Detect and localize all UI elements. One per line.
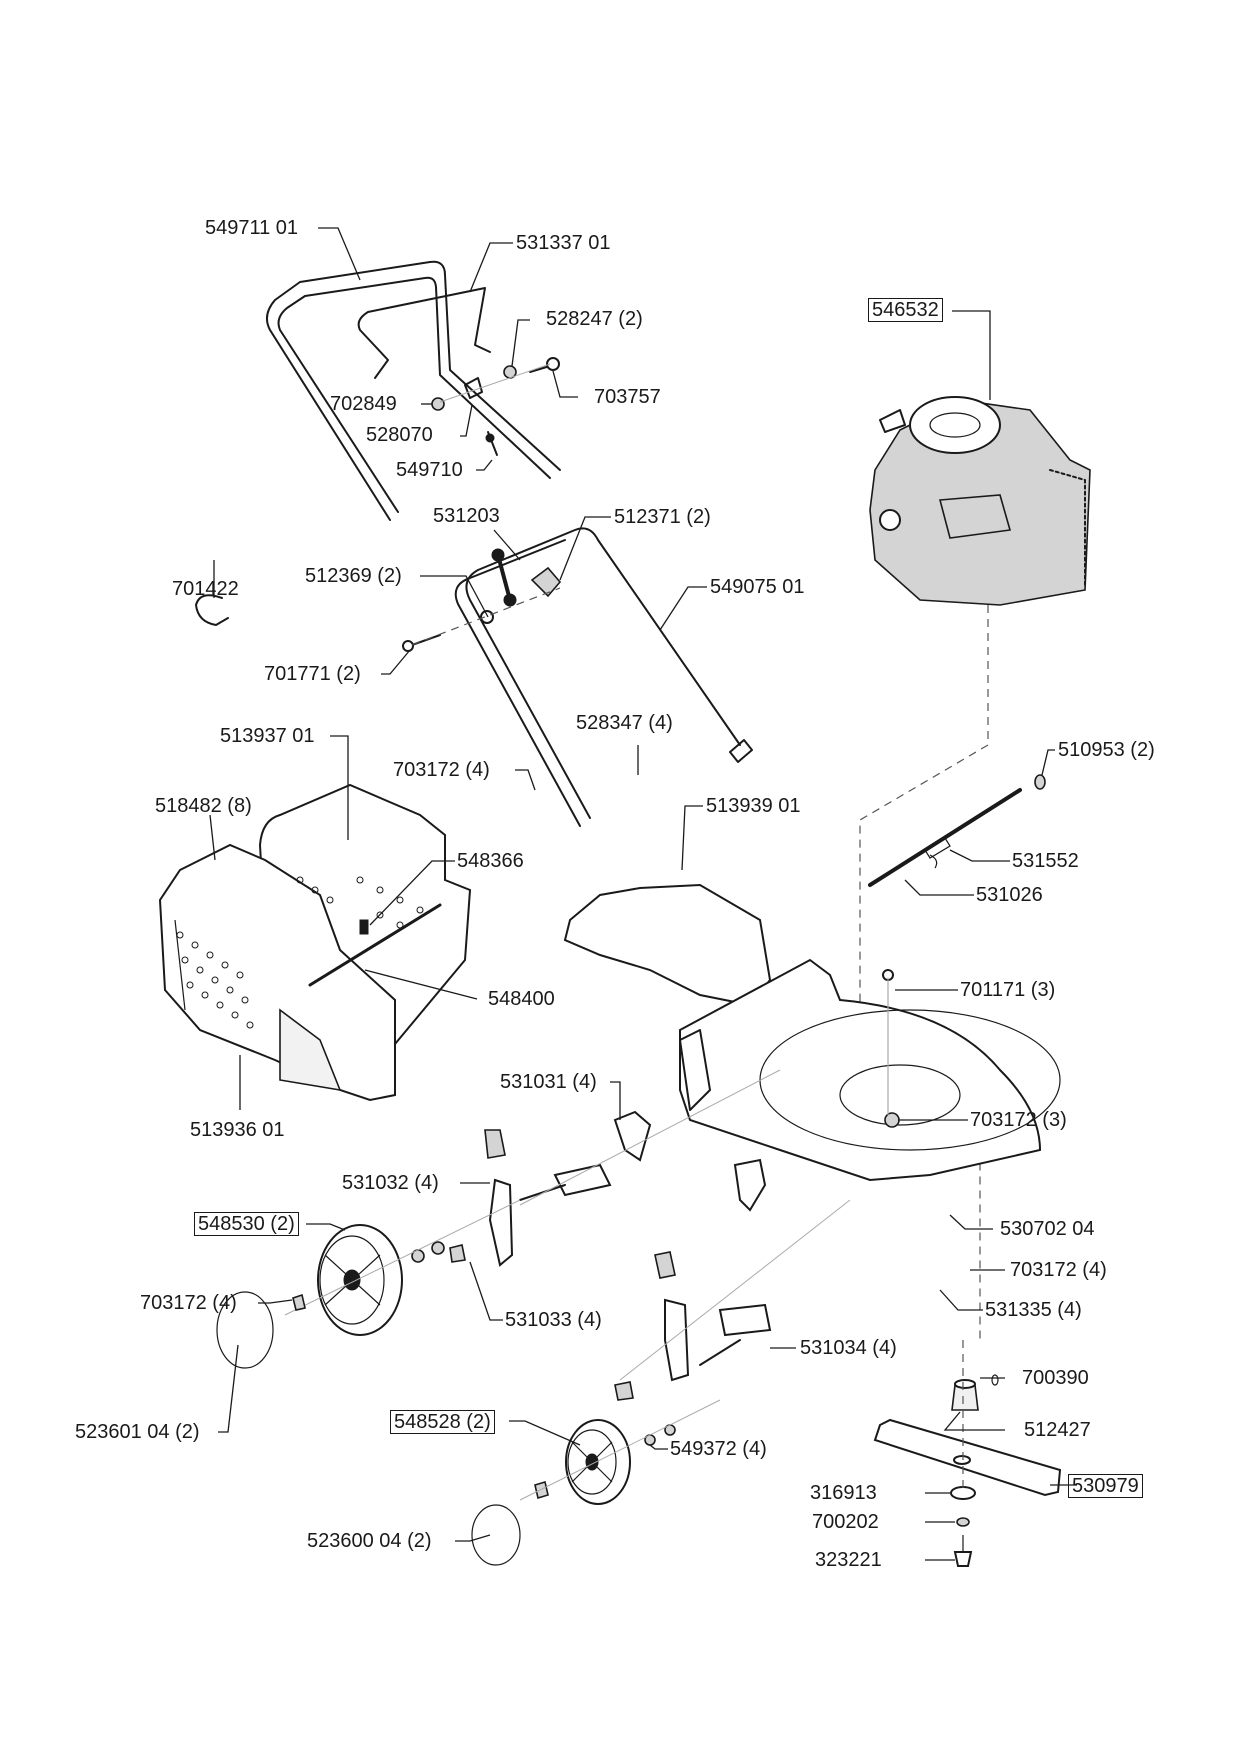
label-nut-702849: 702849: [330, 393, 397, 415]
label-screw-528347: 528347 (4): [576, 712, 673, 734]
label-washer-549372: 549372 (4): [670, 1438, 767, 1460]
label-rod-531026: 531026: [976, 884, 1043, 906]
label-front-wheel: 548528 (2): [390, 1410, 495, 1434]
label-bolt-323221: 323221: [815, 1549, 882, 1571]
blade-assembly: [873, 1340, 1062, 1567]
label-blade: 530979: [1068, 1474, 1143, 1498]
label-rear-wheel: 548530 (2): [194, 1212, 299, 1236]
handle-fasteners: [431, 357, 560, 456]
label-nut-703172-wheel: 703172 (4): [140, 1292, 237, 1314]
label-knob-512371: 512371 (2): [614, 506, 711, 528]
label-upper-handle: 549711 01: [205, 217, 299, 239]
label-nut-703172-front: 703172 (4): [1010, 1259, 1107, 1281]
rear-flap-part: [563, 883, 772, 1007]
label-deck: 530702 04: [1000, 1218, 1095, 1240]
label-washer-512369: 512369 (2): [305, 565, 402, 587]
label-catcher-top: 513937 01: [220, 725, 315, 747]
label-engine: 546532: [868, 298, 943, 322]
label-axle-bracket-531034: 531034 (4): [800, 1337, 897, 1359]
control-bar-part: [357, 287, 491, 379]
knob-and-clip: [402, 548, 562, 652]
label-catcher-bottom: 513936 01: [190, 1119, 285, 1141]
label-bolt-701771: 701771 (2): [264, 663, 361, 685]
leader-lines: [209, 227, 1077, 1561]
label-catcher-handle-548366: 548366: [457, 850, 524, 872]
label-bracket-528070: 528070: [366, 424, 433, 446]
label-cable-549710: 549710: [396, 459, 463, 481]
label-hubcap-523601: 523601 04 (2): [75, 1421, 200, 1443]
label-bolt-531033: 531033 (4): [505, 1309, 602, 1331]
label-rear-flap: 513939 01: [706, 795, 801, 817]
label-frame-rod-548400: 548400: [488, 988, 555, 1010]
label-control-bar: 531337 01: [516, 232, 611, 254]
label-hubcap-523600: 523600 04 (2): [307, 1530, 432, 1552]
label-nut-703172-handle: 703172 (4): [393, 759, 490, 781]
rear-wheel-part: [216, 1199, 521, 1369]
label-lower-handle: 549075 01: [710, 576, 805, 598]
label-washer-531335: 531335 (4): [985, 1299, 1082, 1321]
label-washer-700202: 700202: [812, 1511, 879, 1533]
front-wheel-part: [471, 1381, 721, 1566]
clip-part: [195, 594, 229, 626]
label-lever-531032: 531032 (4): [342, 1172, 439, 1194]
catcher-bottom-part: [158, 843, 442, 1102]
rod-and-spring: [868, 774, 1046, 887]
lower-handle-part: [454, 527, 753, 827]
label-spring-531552: 531552: [1012, 850, 1079, 872]
label-washer-510953: 510953 (2): [1058, 739, 1155, 761]
label-key-700390: 700390: [1022, 1367, 1089, 1389]
deck-bolt: [882, 969, 894, 1115]
label-adapter-512427: 512427: [1024, 1419, 1091, 1441]
label-screw-518482: 518482 (8): [155, 795, 252, 817]
label-screw-703757: 703757: [594, 386, 661, 408]
label-bolt-701171: 701171 (3): [960, 979, 1056, 1001]
label-clip-701422: 701422: [172, 578, 239, 600]
label-cable-clip-531203: 531203: [433, 505, 500, 527]
engine-part: [869, 396, 1091, 606]
label-washer-316913: 316913: [810, 1482, 877, 1504]
label-height-plate-531031: 531031 (4): [500, 1071, 597, 1093]
height-adjusters: [484, 1069, 851, 1382]
label-washer-528247: 528247 (2): [546, 308, 643, 330]
label-nut-703172-deck: 703172 (3): [970, 1109, 1067, 1131]
